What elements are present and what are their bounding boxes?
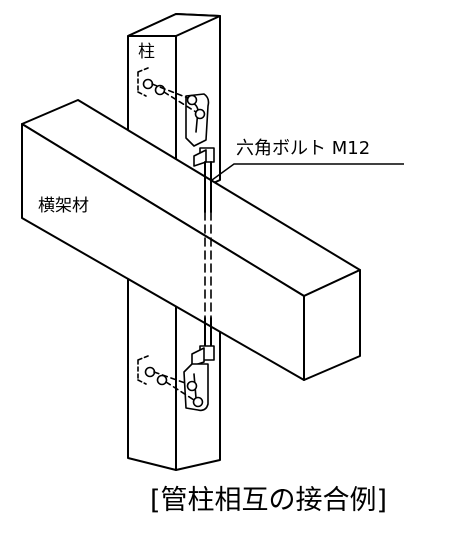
bolt-label: 六角ボルト M12 bbox=[236, 138, 371, 159]
figure-caption: [管柱相互の接合例] bbox=[150, 485, 388, 516]
beam-label: 横架材 bbox=[38, 196, 89, 216]
horizontal-beam bbox=[21, 99, 361, 381]
connector-hardware bbox=[137, 67, 215, 412]
column-label: 柱 bbox=[138, 42, 155, 62]
bolt-leader-line bbox=[211, 163, 404, 181]
